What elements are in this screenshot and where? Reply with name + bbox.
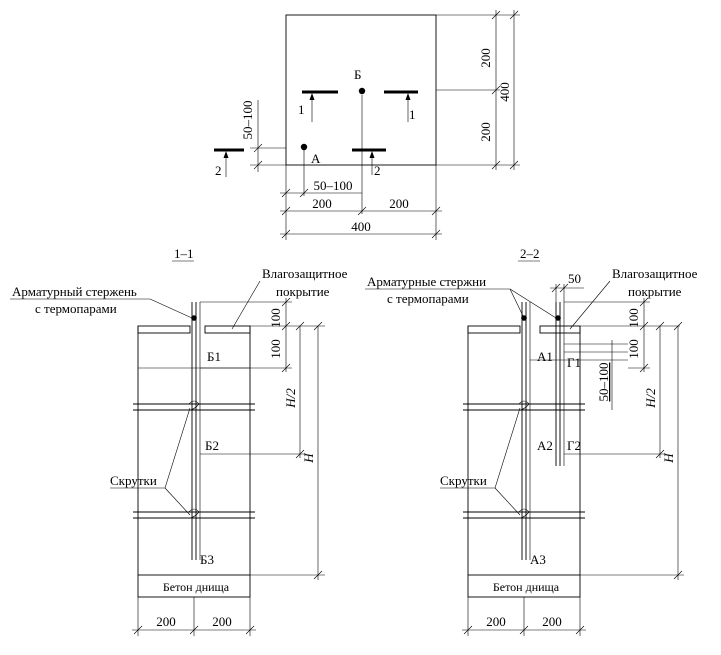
section-2-2-title: 2–2 bbox=[520, 246, 540, 261]
s2-twists-label: Скрутки bbox=[440, 473, 487, 488]
s1-dim-200-left: 200 bbox=[156, 614, 176, 629]
s2-point-g1: Г1 bbox=[567, 355, 581, 370]
plan-dim-200-left: 200 bbox=[312, 196, 332, 211]
s1-point-b2: Б2 bbox=[205, 438, 219, 453]
s2-point-g2: Г2 bbox=[567, 438, 581, 453]
s2-dim-200-right: 200 bbox=[542, 614, 562, 629]
plan-dim-200-right: 200 bbox=[389, 196, 409, 211]
plan-bottom-dimensions bbox=[280, 95, 442, 240]
point-a-label: А bbox=[311, 151, 321, 166]
point-b-label: Б bbox=[354, 67, 361, 82]
plan-dim-200-top: 200 bbox=[478, 48, 493, 68]
s1-coating-label-1: Влагозащитное bbox=[262, 266, 348, 281]
section-1-1-title: 1–1 bbox=[174, 246, 194, 261]
s2-dim-100-bottom: 100 bbox=[626, 339, 641, 359]
s1-dim-100-top: 100 bbox=[268, 308, 283, 328]
s1-dim-h: H bbox=[301, 453, 316, 464]
s1-rebar-label: Арматурный стержень bbox=[12, 284, 137, 299]
s1-dim-200-right: 200 bbox=[212, 614, 232, 629]
s2-point-a3: А3 bbox=[530, 552, 546, 567]
s1-point-b3: Б3 bbox=[200, 552, 214, 567]
point-b-marker bbox=[358, 87, 366, 95]
s2-dim-100-top: 100 bbox=[626, 308, 641, 328]
s2-point-a1: А1 bbox=[537, 349, 553, 364]
s1-point-b1: Б1 bbox=[207, 349, 221, 364]
s2-coating-left bbox=[467, 325, 521, 334]
s1-coating-right bbox=[204, 325, 251, 334]
plan-view: 1 1 2 2 Б А 200 200 400 bbox=[214, 10, 520, 240]
plan-section2-right-label: 2 bbox=[374, 163, 381, 178]
section-2-2: 2–2 Бетон днища Арматурные стержни с тер… bbox=[365, 246, 698, 636]
s2-dim-50-100: 50–100 bbox=[596, 363, 611, 402]
plan-section1-left-label: 1 bbox=[298, 102, 305, 117]
plan-dim-50-100-bottom: 50–100 bbox=[314, 178, 353, 193]
section-mark-1-left bbox=[302, 90, 338, 122]
s2-rebars-label: Арматурные стержни bbox=[367, 274, 486, 289]
s2-dim-50: 50 bbox=[568, 271, 581, 286]
plan-dim-200-bottom: 200 bbox=[478, 122, 493, 142]
s2-coating-label-2: покрытие bbox=[628, 284, 682, 299]
s2-dim-h-half: H/2 bbox=[643, 388, 658, 409]
plan-dim-400-bottom: 400 bbox=[351, 219, 371, 234]
s2-dim-200-left: 200 bbox=[486, 614, 506, 629]
s1-dim-h-half: H/2 bbox=[283, 388, 298, 409]
s1-coating-label-2: покрытие bbox=[276, 284, 330, 299]
plan-dim-400: 400 bbox=[497, 82, 512, 102]
s2-dim-h: H bbox=[661, 453, 676, 464]
section-mark-2-left bbox=[214, 148, 244, 177]
plan-left-dimension bbox=[250, 100, 286, 172]
s2-thermo-label: с термопарами bbox=[387, 291, 469, 306]
plan-dim-50-100-left: 50–100 bbox=[240, 101, 255, 140]
s1-bottom-concrete-label: Бетон днища bbox=[163, 580, 230, 594]
point-a-marker bbox=[300, 143, 308, 151]
s1-dim-100-bottom: 100 bbox=[268, 339, 283, 359]
section-mark-1-right bbox=[384, 90, 418, 122]
section-mark-2-right bbox=[352, 148, 386, 175]
s2-bottom-concrete-label: Бетон днища bbox=[493, 580, 560, 594]
plan-section2-left-label: 2 bbox=[215, 163, 222, 178]
s1-twists-label: Скрутки bbox=[110, 473, 157, 488]
s2-point-a2: А2 bbox=[537, 438, 553, 453]
plan-section1-right-label: 1 bbox=[409, 107, 416, 122]
s2-coating-label-1: Влагозащитное bbox=[612, 266, 698, 281]
s1-coating-left bbox=[137, 325, 191, 334]
s1-thermo-label: с термопарами bbox=[35, 301, 117, 316]
plan-right-dimensions bbox=[436, 10, 520, 170]
section-1-1: 1–1 Бетон днища Арматурный стержень с те… bbox=[10, 246, 348, 636]
